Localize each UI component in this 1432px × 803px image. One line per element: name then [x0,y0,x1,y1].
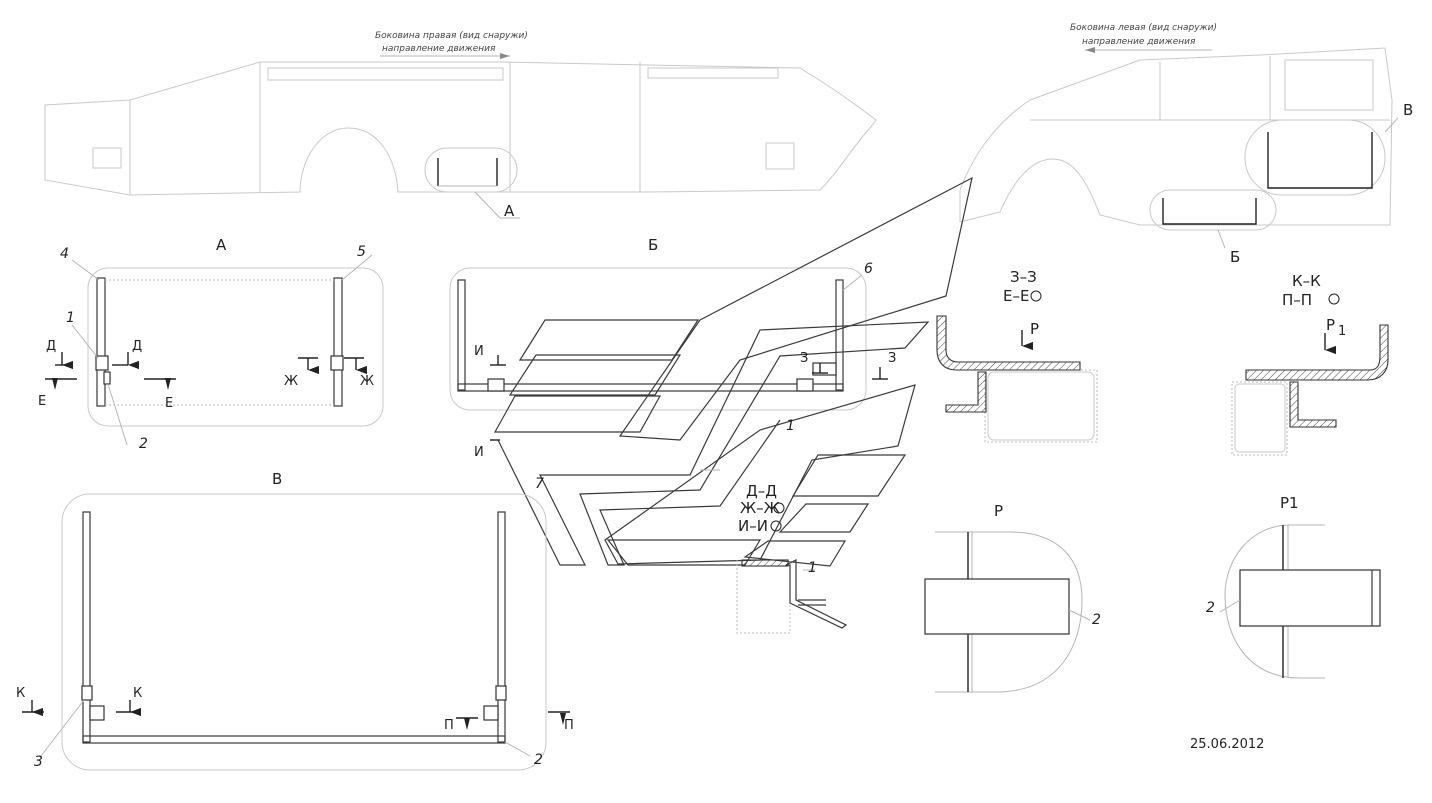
right-side-direction: направление движения [382,44,496,54]
left-side-direction: направление движения [1082,37,1196,47]
part-6: 6 [864,261,873,277]
part-4: 4 [60,246,69,262]
view-a-title: А [216,236,227,254]
section-zhzh-title: Ж–Ж [740,499,780,517]
part-2-view-a: 2 [139,436,148,452]
section-z-e [936,315,1098,443]
view-r1 [1219,524,1381,679]
right-side-panel [44,53,877,219]
section-d-left: Д [46,339,56,354]
section-pp-title: П–П [1282,291,1312,309]
section-p-right: П [564,718,574,733]
section-k-right: К [133,686,142,701]
drawing-date: 25.06.2012 [1190,737,1264,752]
section-e-right: Е [165,396,173,411]
left-side-panel [959,47,1399,249]
section-i-top: И [474,344,484,359]
part-2-view-r: 2 [1092,612,1101,628]
part-2-view-r1: 2 [1206,600,1215,616]
callout-a-label: А [504,202,515,220]
view-v [22,493,570,771]
section-z-left: З [800,351,808,366]
isometric-sketch [493,176,973,634]
callout-b-label: Б [1230,248,1240,266]
left-side-title: Боковина левая (вид снаружи) [1070,23,1217,33]
part-2-view-v: 2 [534,752,543,768]
view-p-marker: Р [1030,320,1039,338]
section-ii-title: И–И [738,517,768,535]
part-1-sketch: 1 [786,418,795,434]
section-k-p [1231,324,1389,456]
part-5: 5 [357,244,366,260]
view-r1-title: Р1 [1280,494,1299,512]
section-i-bottom: И [474,445,484,460]
section-ee-title: Е–Е [1003,287,1029,305]
section-d-right: Д [132,339,142,354]
view-a [45,254,384,446]
section-z-right: З [888,351,896,366]
section-zz-title: З–З [1010,268,1037,286]
part-3: 3 [34,754,43,770]
section-kk-title: К–К [1292,272,1321,290]
view-p1-marker: Р [1326,316,1335,334]
view-r [924,531,1091,693]
section-dd-title: Д–Д [746,482,777,500]
part-7: 7 [535,476,544,492]
section-zh-right: Ж [360,374,374,389]
view-b-title: Б [648,236,658,254]
part-1-detail: 1 [808,560,817,576]
callout-v-label: В [1403,101,1413,119]
part-1-view-a: 1 [66,310,75,326]
view-r-title: Р [994,502,1003,520]
view-b [449,267,888,441]
view-p1-sub: 1 [1338,324,1346,339]
view-v-title: В [272,470,282,488]
section-p-left: П [444,718,454,733]
section-zh-left: Ж [284,374,298,389]
section-k-left: К [16,686,25,701]
right-side-title: Боковина правая (вид снаружи) [375,31,528,41]
section-e-left: Е [38,394,46,409]
